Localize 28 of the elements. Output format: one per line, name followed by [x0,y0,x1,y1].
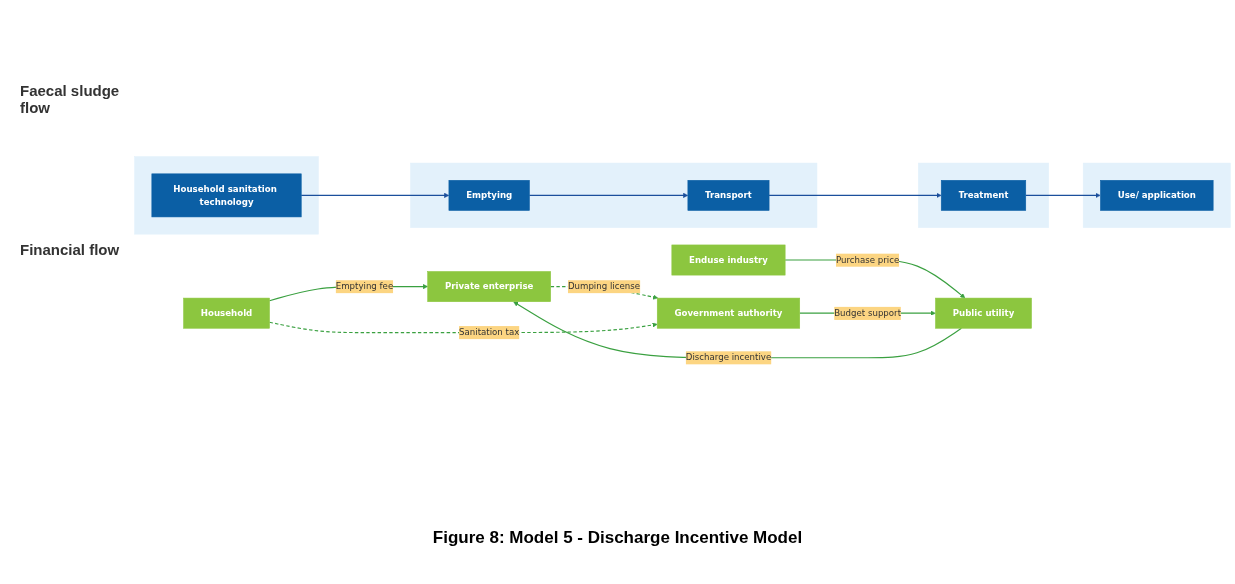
node-box: Treatment [940,179,1027,211]
node-box: Household sanitation technology [151,173,302,217]
figure-caption: Figure 8: Model 5 - Discharge Incentive Model [431,528,804,548]
node-box: Household [183,297,270,329]
cluster [410,162,818,228]
arrow [513,301,962,358]
edge-label: Discharge incentive [685,352,772,363]
node-box: Government authority [656,297,800,329]
arrow [528,192,689,198]
arrow [1025,192,1101,198]
node-box: Private enterprise [427,270,551,302]
node-box: Emptying [448,179,530,211]
node-box: Use/ application [1100,179,1214,211]
edge-label: Emptying fee [335,280,394,292]
edge-label: Sanitation tax [459,326,520,338]
node-box: Transport [687,179,770,211]
cluster [918,162,1049,228]
arrow [300,192,450,198]
edge-label: Budget support [834,307,902,318]
node-box: Public utility [935,297,1032,329]
row-label: Faecal sludge flow [20,82,121,117]
cluster [1082,162,1231,228]
node-box: Enduse industry [671,244,786,275]
edge-label: Purchase price [835,254,900,265]
arrow [768,192,942,198]
edge-label: Dumping license [567,280,641,292]
cluster [134,155,319,235]
row-label: Financial flow [20,240,121,258]
